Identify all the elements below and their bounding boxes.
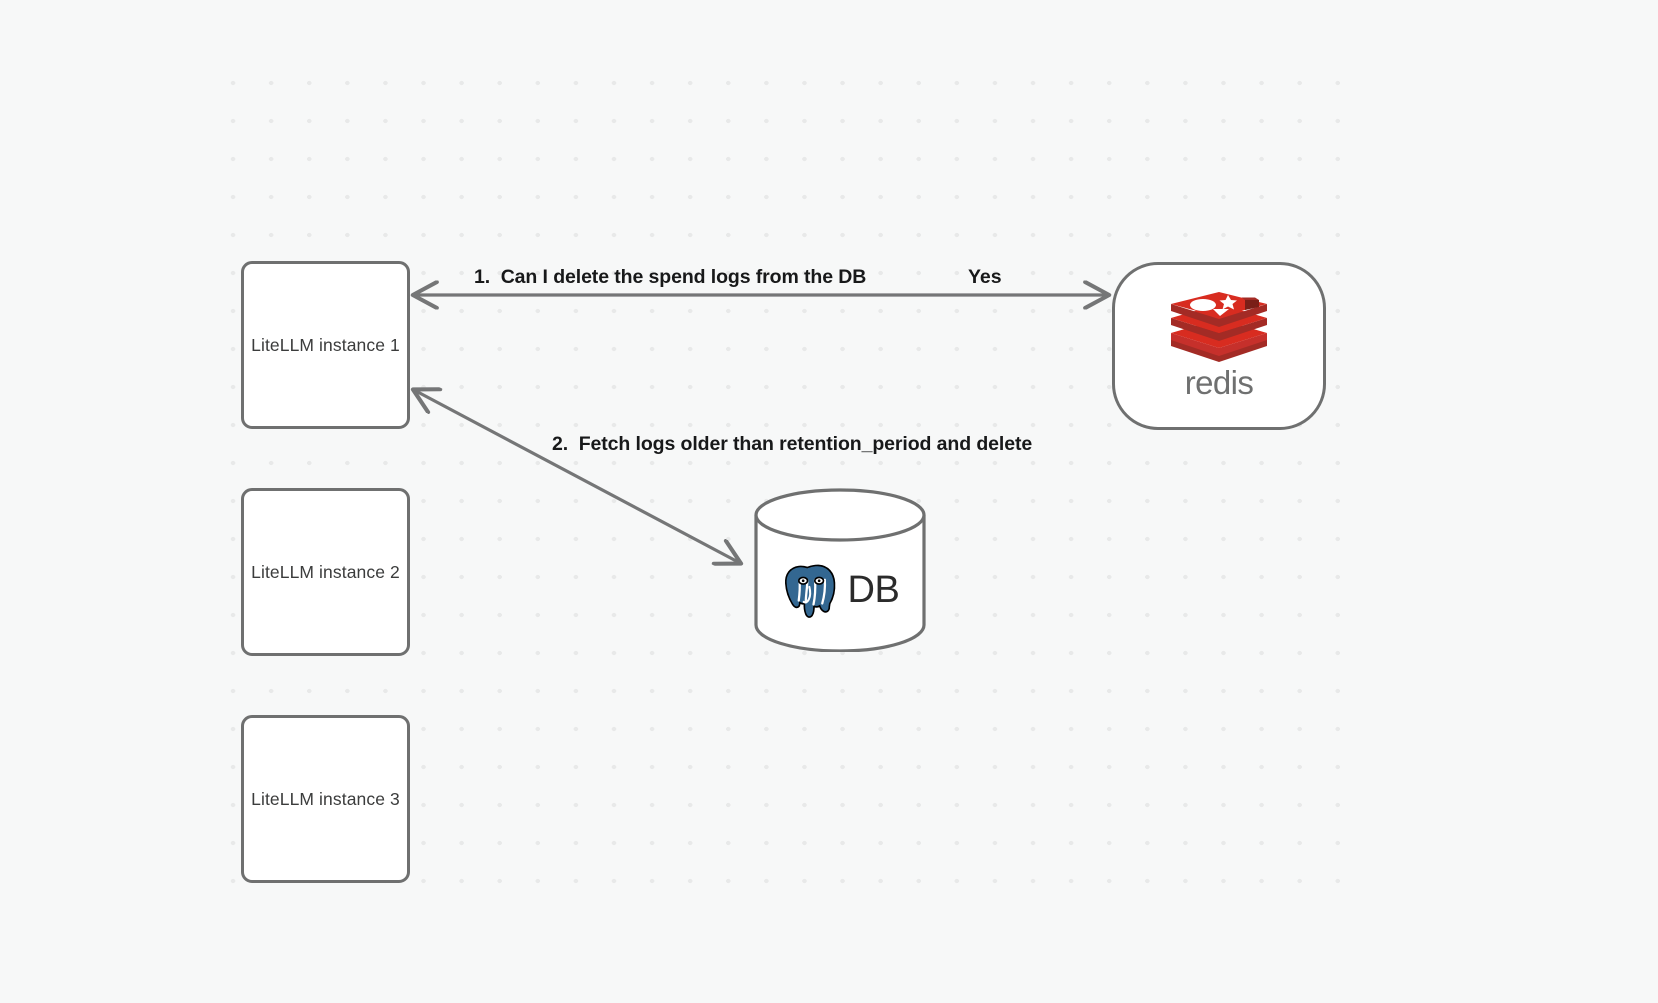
node-label: LiteLLM instance 1: [251, 334, 400, 355]
node-label: LiteLLM instance 3: [251, 788, 400, 809]
redis-logo-icon: [1171, 291, 1267, 362]
cylinder-shape: [754, 488, 926, 652]
node-litellm-instance-3[interactable]: LiteLLM instance 3: [241, 715, 410, 883]
node-database[interactable]: DB: [753, 488, 927, 652]
db-label: DB: [847, 569, 900, 611]
edge-label-step-2: 2. Fetch logs older than retention_perio…: [552, 433, 1033, 455]
edge-label-step-1: 1. Can I delete the spend logs from the …: [474, 266, 867, 288]
node-redis[interactable]: redis: [1112, 262, 1326, 430]
postgresql-elephant-icon: [784, 564, 835, 618]
node-litellm-instance-1[interactable]: LiteLLM instance 1: [241, 261, 410, 429]
svg-text:redis: redis: [1185, 367, 1254, 401]
redis-wordmark: redis: [1185, 367, 1254, 401]
edge-label-yes: Yes: [968, 266, 1002, 288]
edge-db-llm1: [414, 390, 740, 563]
node-label: LiteLLM instance 2: [251, 561, 400, 582]
node-litellm-instance-2[interactable]: LiteLLM instance 2: [241, 488, 410, 656]
